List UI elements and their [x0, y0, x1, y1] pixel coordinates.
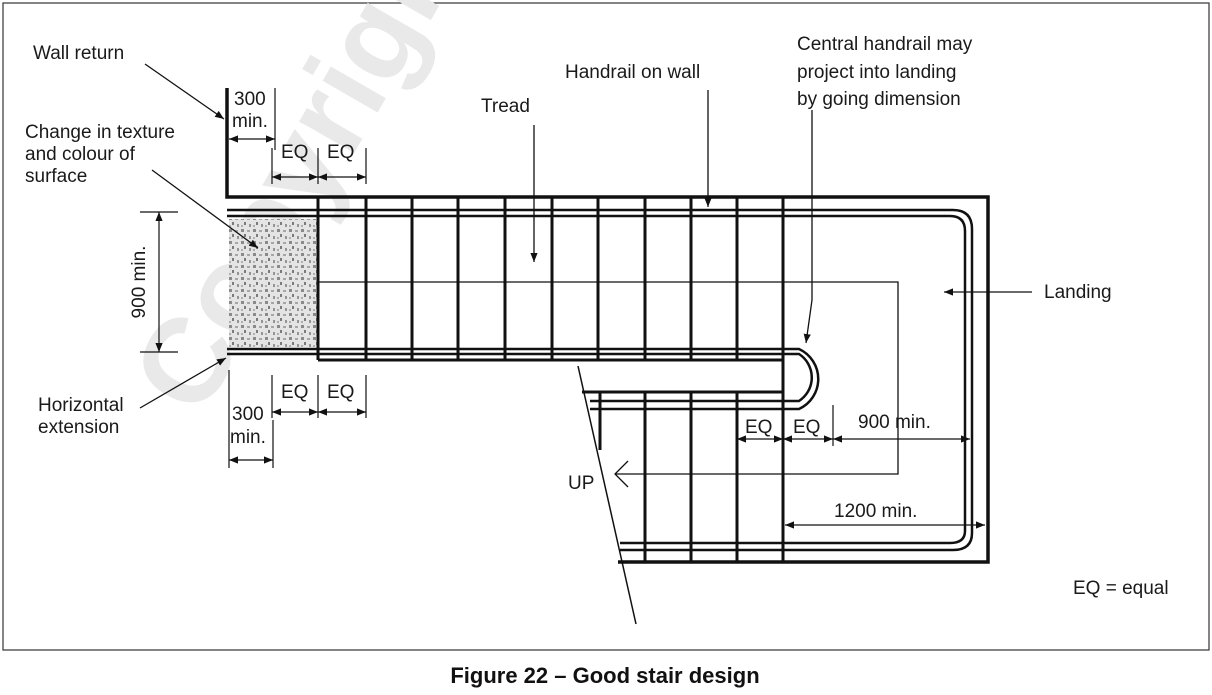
label-handrail-on-wall: Handrail on wall: [565, 62, 700, 83]
label-horizontal-extension-1: Horizontal: [38, 395, 124, 416]
label-change-texture-1: Change in texture: [25, 122, 175, 143]
dim-900-vertical: [140, 211, 178, 353]
label-central-handrail-3: by going dimension: [797, 89, 961, 110]
dim-300-bottom-value: 300: [232, 404, 264, 425]
eq-top-2: EQ: [327, 142, 354, 163]
label-central-handrail-1: Central handrail may: [797, 34, 973, 55]
walking-line: [318, 281, 899, 488]
dim-300-top: [229, 88, 276, 150]
figure-caption: Figure 22 – Good stair design: [450, 663, 759, 688]
upper-treads: [316, 197, 785, 360]
dim-900-vertical-label: 900 min.: [129, 246, 150, 319]
dim-900-landing-label: 900 min.: [858, 412, 931, 433]
dim-300-top-unit: min.: [232, 111, 268, 132]
break-line: [577, 365, 637, 625]
handrails: [227, 208, 974, 552]
label-wall-return: Wall return: [33, 43, 124, 64]
legend-eq: EQ = equal: [1073, 578, 1169, 599]
label-central-handrail-2: project into landing: [797, 62, 957, 83]
dim-300-bottom: [228, 370, 274, 468]
stair-walls: [225, 88, 990, 564]
up-label: UP: [568, 473, 594, 494]
dim-300-bottom-unit: min.: [230, 427, 266, 448]
figure-frame: [2, 2, 1210, 651]
dim-eq-top: [271, 148, 367, 184]
leader-lines: [139, 63, 1032, 409]
dim-1200-landing-label: 1200 min.: [834, 501, 917, 522]
textured-surface: [229, 219, 318, 347]
eq-top-1: EQ: [281, 142, 308, 163]
central-wall: [318, 358, 785, 394]
eq-bottom-1: EQ: [281, 382, 308, 403]
eq-landing-1: EQ: [745, 417, 772, 438]
dim-300-top-value: 300: [234, 89, 266, 110]
label-tread: Tread: [481, 96, 530, 117]
label-horizontal-extension-2: extension: [38, 417, 119, 438]
dim-eq-bottom: [271, 375, 367, 418]
label-change-texture-2: and colour of: [25, 144, 136, 165]
dim-landing-900: [736, 405, 970, 446]
label-landing: Landing: [1044, 282, 1112, 303]
label-change-texture-3: surface: [25, 166, 87, 187]
eq-landing-2: EQ: [793, 417, 820, 438]
eq-bottom-2: EQ: [327, 382, 354, 403]
